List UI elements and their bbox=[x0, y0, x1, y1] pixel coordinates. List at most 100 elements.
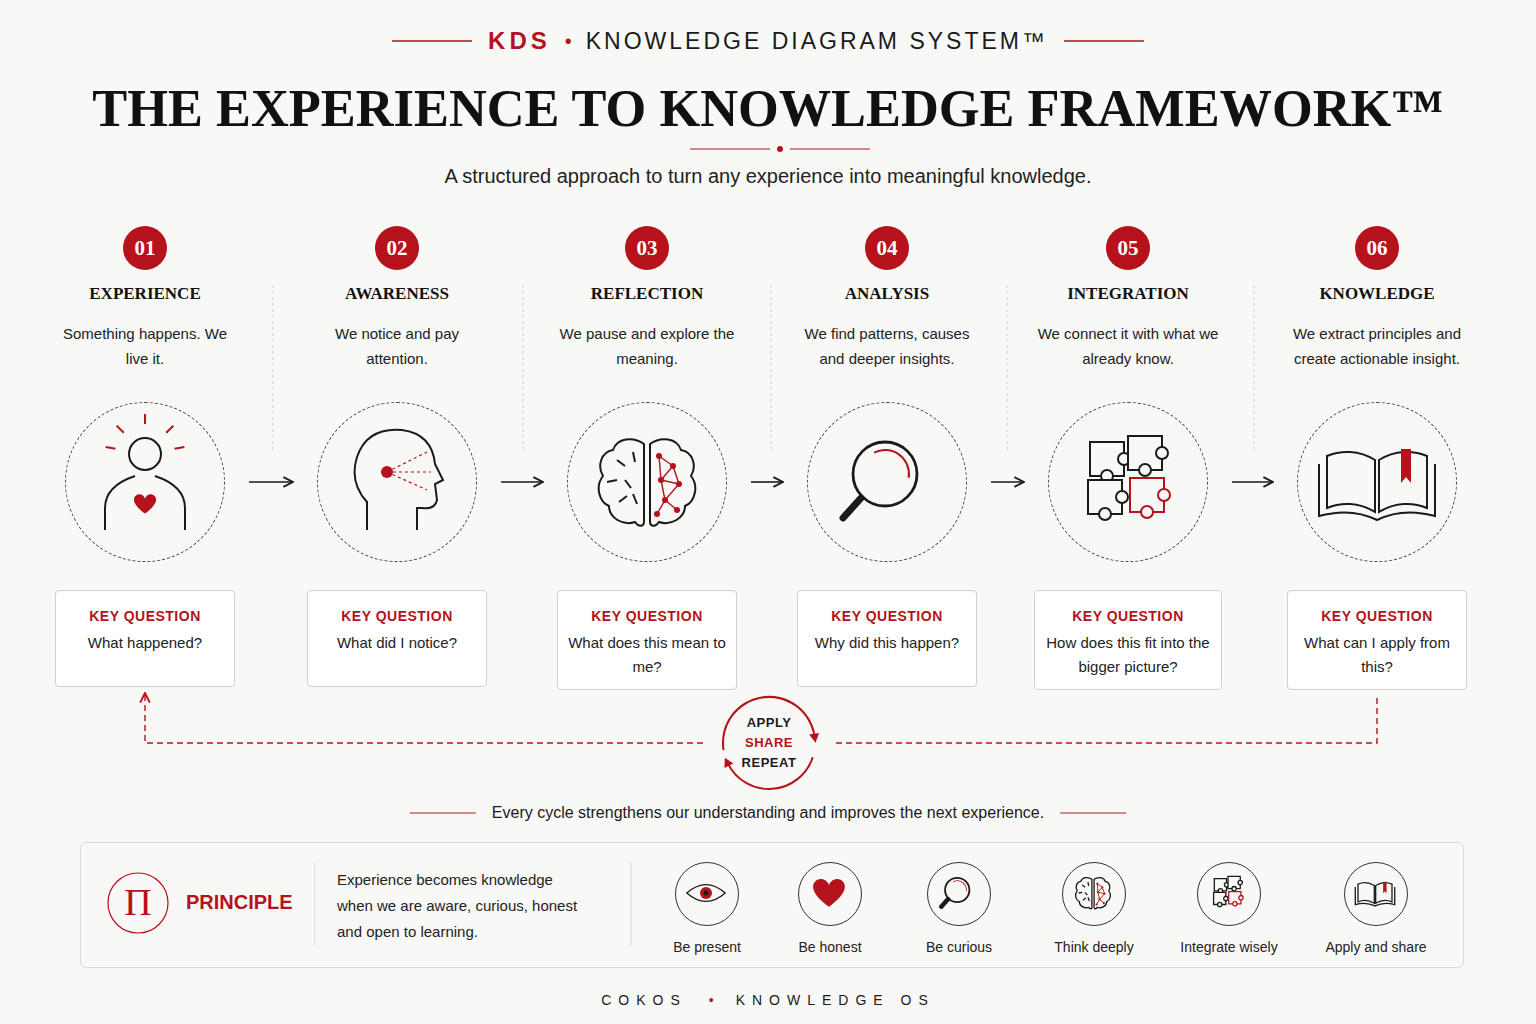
principle-item: Be present bbox=[675, 862, 739, 926]
network-node bbox=[1097, 891, 1099, 893]
flow-arrow bbox=[501, 481, 543, 483]
network-node bbox=[656, 453, 662, 459]
piece-knob bbox=[1224, 896, 1228, 900]
brand-mark: KDS bbox=[488, 27, 551, 55]
title: THE EXPERIENCE TO KNOWLEDGE FRAMEWORK™ bbox=[0, 78, 1536, 138]
question-box: KEY QUESTION Why did this happen? bbox=[797, 590, 977, 687]
ring-arrowhead bbox=[724, 758, 733, 768]
network-node bbox=[1096, 883, 1098, 885]
cycle-ring bbox=[722, 696, 819, 790]
brain-right bbox=[1094, 878, 1110, 909]
principle-statement: Experience becomes knowledge when we are… bbox=[337, 867, 587, 945]
network-node bbox=[674, 507, 680, 513]
book-page bbox=[1358, 883, 1374, 903]
network-node bbox=[1098, 898, 1100, 900]
head-profile bbox=[355, 430, 443, 530]
attention-line bbox=[387, 452, 427, 472]
footer-brand: KNOWLEDGE OS bbox=[736, 992, 935, 1008]
puzzle-piece bbox=[1128, 436, 1168, 476]
person-body bbox=[105, 476, 185, 530]
column-divider bbox=[1007, 285, 1008, 450]
brain-fold bbox=[633, 494, 637, 504]
column-divider bbox=[771, 285, 772, 450]
stage-icon bbox=[355, 430, 443, 530]
title-dot bbox=[777, 146, 783, 152]
principle-item: Apply and share bbox=[1344, 862, 1408, 926]
principle-item: Be honest bbox=[798, 862, 862, 926]
brain-left bbox=[599, 439, 644, 526]
number-text: 03 bbox=[637, 237, 658, 259]
attention-line bbox=[387, 471, 431, 472]
stage-icon bbox=[843, 442, 917, 518]
brain-fold bbox=[1088, 897, 1089, 901]
attention-line bbox=[387, 472, 427, 490]
piece-knob bbox=[1099, 508, 1111, 520]
number-text: 04 bbox=[877, 237, 898, 259]
book-page bbox=[1327, 452, 1375, 512]
footer-row: COKOS•KNOWLEDGE OS bbox=[0, 988, 1536, 1012]
number-text: 02 bbox=[387, 237, 408, 259]
ring-arrowhead bbox=[809, 733, 819, 743]
stage-description: We find patterns, causes and deeper insi… bbox=[795, 321, 979, 371]
principle-icon bbox=[1076, 878, 1111, 909]
piece-knob bbox=[1116, 491, 1128, 503]
item-label: Be present bbox=[673, 937, 741, 957]
step-number: 03 bbox=[625, 226, 669, 270]
stage-icon bbox=[599, 439, 696, 526]
piece-knob bbox=[1238, 880, 1242, 884]
step-number: 05 bbox=[1106, 226, 1150, 270]
puzzle-piece bbox=[1130, 478, 1170, 518]
stage-description: We connect it with what we already know. bbox=[1036, 321, 1220, 371]
question-heading: KEY QUESTION bbox=[808, 607, 966, 625]
network-node bbox=[1103, 893, 1105, 895]
separator-dot: • bbox=[709, 992, 714, 1008]
network-node bbox=[676, 481, 682, 487]
stage-icon bbox=[1088, 436, 1170, 520]
step-number: 01 bbox=[123, 226, 167, 270]
flow-arrow bbox=[991, 481, 1024, 483]
principle-icon bbox=[1214, 876, 1244, 906]
stage-circle: EXPERIENCESomething happens. We live it. bbox=[65, 402, 225, 562]
stage-heading: KNOWLEDGE bbox=[1277, 283, 1477, 305]
cycle-circle: APPLYSHAREREPEAT bbox=[723, 697, 815, 789]
number-text: 01 bbox=[135, 237, 156, 259]
flow-arrow bbox=[1232, 481, 1273, 483]
principle-item: Integrate wisely bbox=[1197, 862, 1261, 926]
question-heading: KEY QUESTION bbox=[568, 607, 726, 625]
network-node bbox=[658, 477, 664, 483]
stage-icon bbox=[105, 414, 185, 530]
focus-dot bbox=[381, 466, 393, 478]
step-number: 02 bbox=[375, 226, 419, 270]
note-rule bbox=[1060, 812, 1126, 813]
question-heading: KEY QUESTION bbox=[1045, 607, 1211, 625]
header-rule bbox=[392, 40, 472, 42]
network-node bbox=[1103, 902, 1105, 904]
pupil bbox=[704, 891, 709, 896]
question-box: KEY QUESTIONHow does this fit into the b… bbox=[1034, 590, 1222, 690]
network-node bbox=[1096, 903, 1098, 905]
brain-fold bbox=[633, 452, 635, 462]
step-number: 06 bbox=[1355, 226, 1399, 270]
brain-fold bbox=[617, 460, 625, 466]
piece-knob bbox=[1158, 489, 1170, 501]
puzzle-piece bbox=[1088, 480, 1128, 520]
note-row: Every cycle strengthens our understandin… bbox=[0, 801, 1536, 825]
question-text: What did I notice? bbox=[318, 631, 476, 655]
stage-description: We notice and pay attention. bbox=[305, 321, 489, 371]
brain-fold bbox=[1085, 892, 1087, 895]
puzzle-piece bbox=[1214, 879, 1228, 893]
brain-fold bbox=[1083, 898, 1086, 900]
brain-right bbox=[650, 439, 695, 526]
flow-arrow bbox=[751, 481, 783, 483]
network-link bbox=[1098, 892, 1099, 899]
question-text: Why did this happen? bbox=[808, 631, 966, 655]
heart-symbol bbox=[134, 494, 156, 513]
column-divider bbox=[1254, 285, 1255, 450]
question-text: What can I apply from this? bbox=[1298, 631, 1456, 679]
principle-item: Think deeply bbox=[1062, 862, 1126, 926]
stage-description: Something happens. We live it. bbox=[53, 321, 237, 371]
question-text: What does this mean to me? bbox=[568, 631, 726, 679]
stage-icon bbox=[1319, 449, 1435, 520]
brain-fold bbox=[1082, 885, 1085, 887]
